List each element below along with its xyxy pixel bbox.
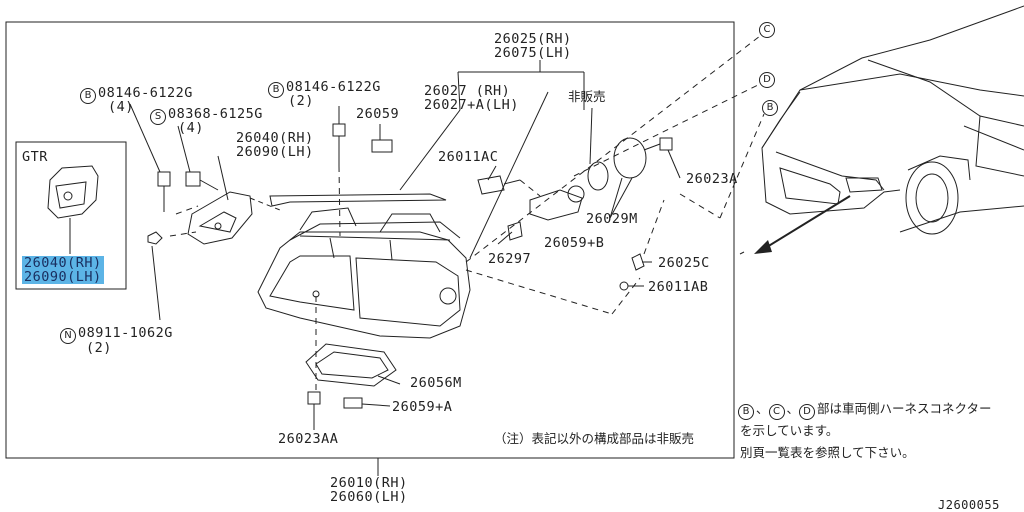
callout-d-top: D xyxy=(759,70,777,88)
label-26297: 26297 xyxy=(488,251,532,267)
inset-part-rh: 26040(RH) xyxy=(22,255,104,271)
label-26059a: 26059+A xyxy=(392,399,453,415)
arrowhead xyxy=(754,240,772,254)
bracket-drawing xyxy=(187,191,281,245)
headlamp-assembly-drawing xyxy=(257,207,471,339)
label-26059: 26059 xyxy=(356,106,400,122)
leader-lines xyxy=(129,60,681,430)
connector-note-line2: を示しています。 xyxy=(740,423,839,438)
lens-rh: 26027 (RH) xyxy=(424,83,511,99)
label-26056m: 26056M xyxy=(410,375,462,391)
note-not-sold: （注）表記以外の構成部品は非販売 xyxy=(494,431,695,446)
main-part-rh: 26010(RH) xyxy=(330,475,408,491)
screw-s-qty: (4) xyxy=(178,120,204,136)
label-26059b: 26059+B xyxy=(544,235,605,251)
diagram-code: J2600055 xyxy=(938,498,1000,512)
bracket-lh: 26090(LH) xyxy=(236,144,314,160)
callout-b-top: B xyxy=(762,98,780,116)
main-part-lh: 26060(LH) xyxy=(330,489,408,505)
vehicle-pointer-arrow xyxy=(761,195,851,251)
callout-c-top: C xyxy=(759,20,777,38)
socket-drawing xyxy=(477,137,647,291)
dashed-lines xyxy=(169,35,765,392)
label-26023a: 26023A xyxy=(686,171,738,187)
lamp-lh: 26075(LH) xyxy=(494,45,572,61)
bolt-b2-qty: (2) xyxy=(288,93,314,109)
vehicle-drawing xyxy=(761,5,1024,235)
bottom-cover-drawing xyxy=(305,343,397,409)
bolt-b-qty: (4) xyxy=(108,99,134,115)
label-26059-drawing xyxy=(371,139,393,153)
lens-lh: 26027+A(LH) xyxy=(424,97,519,113)
nut-n-qty: (2) xyxy=(86,340,112,356)
connector-note-line3: 別頁一覧表を参照して下さい。 xyxy=(740,445,915,460)
gtr-inset-frame xyxy=(15,141,127,290)
label-26023aa: 26023AA xyxy=(278,431,339,447)
label-26011ab: 26011AB xyxy=(648,279,709,295)
gtr-bracket-drawing xyxy=(47,165,99,254)
lamp-rh: 26025(RH) xyxy=(494,31,572,47)
main-frame xyxy=(5,21,735,459)
not-sold-label: 非販売 xyxy=(568,89,606,104)
label-26029m: 26029M xyxy=(586,211,638,227)
label-26011ac: 26011AC xyxy=(438,149,499,165)
inset-title: GTR xyxy=(22,149,48,165)
inset-part-lh: 26090(LH) xyxy=(22,269,104,285)
bracket-rh: 26040(RH) xyxy=(236,130,314,146)
trim-strip-drawing xyxy=(269,193,447,207)
label-26025c: 26025C xyxy=(658,255,710,271)
